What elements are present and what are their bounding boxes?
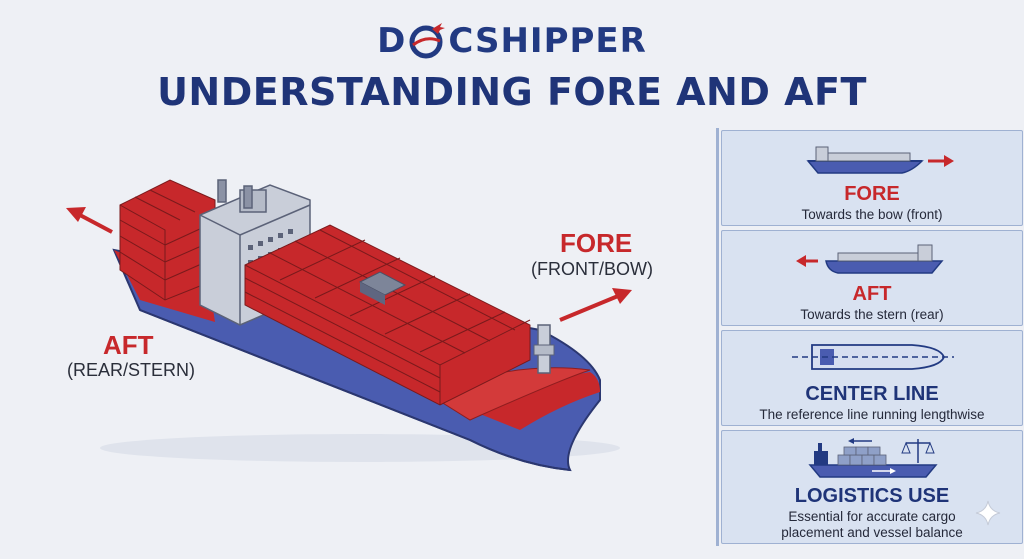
fore-label-title: FORE — [560, 228, 633, 258]
aft-label-title: AFT — [103, 330, 154, 360]
card-aft-title: AFT — [852, 283, 892, 305]
brand-logo: D CSHIPPER — [0, 18, 1024, 64]
globe-plane-icon — [409, 23, 446, 59]
card-fore: FORE Towards the bow (front) — [721, 130, 1023, 226]
brand-prefix: D — [377, 21, 407, 61]
card-logistics-description-line2: placement and vessel balance — [781, 525, 963, 540]
ship-top-view-centerline-icon — [792, 344, 954, 370]
card-logistics-description-line1: Essential for accurate cargo — [788, 509, 956, 524]
card-aft: AFT Towards the stern (rear) — [721, 230, 1023, 326]
card-logistics-title: LOGISTICS USE — [794, 485, 950, 507]
card-logistics-use: LOGISTICS USE Essential for accurate car… — [721, 430, 1023, 544]
card-center-line-description: The reference line running lengthwise — [759, 407, 985, 422]
card-center-line: CENTER LINE The reference line running l… — [721, 330, 1023, 426]
ship-illustration — [0, 130, 715, 559]
cargo-ship-balance-icon — [808, 438, 938, 478]
ship-arrow-left-icon — [796, 244, 944, 274]
page-title: UNDERSTANDING FORE AND AFT — [157, 70, 867, 114]
container-ship-icon — [66, 179, 632, 472]
brand-suffix: CSHIPPER — [448, 21, 647, 61]
card-center-line-title: CENTER LINE — [805, 383, 939, 405]
legend-panel: FORE Towards the bow (front) AFT Towards… — [716, 128, 1024, 546]
card-fore-title: FORE — [844, 183, 900, 205]
aft-label-subtitle: (REAR/STERN) — [67, 360, 196, 380]
ship-arrow-right-icon — [806, 146, 954, 174]
fore-label-subtitle: (FRONT/BOW) — [531, 259, 653, 279]
sparkle-icon — [975, 500, 1001, 526]
card-fore-description: Towards the bow (front) — [801, 207, 943, 222]
card-aft-description: Towards the stern (rear) — [800, 307, 944, 322]
